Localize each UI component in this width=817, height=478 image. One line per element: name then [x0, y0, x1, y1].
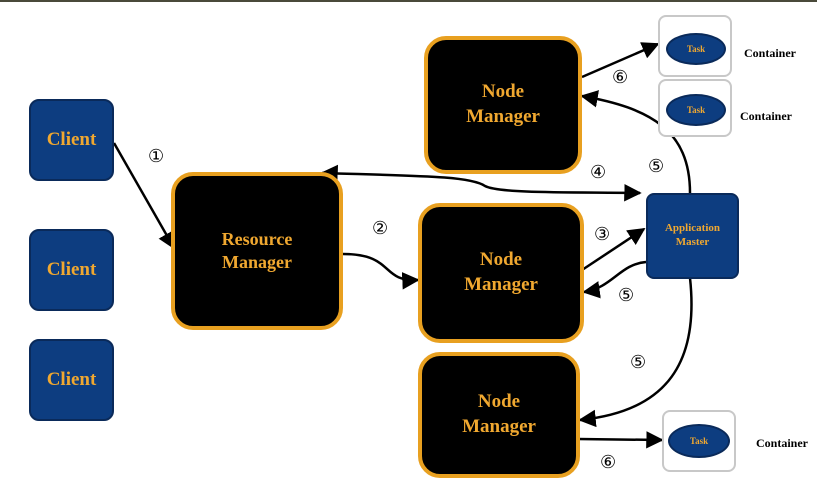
application-master-label: Application Master [664, 222, 720, 248]
node-manager-box-1[interactable]: Node Manager [424, 36, 582, 174]
arrow-am-to-nm2 [582, 260, 647, 299]
task-label: Task [686, 44, 706, 54]
arrow-rm-am-bidirectional [320, 164, 642, 202]
resource-manager-box[interactable]: Resource Manager [171, 172, 343, 330]
arrow-nm3-to-container3 [577, 431, 664, 449]
client-box-2[interactable]: Client [29, 229, 114, 311]
resource-manager-label: Resource Manager [221, 228, 293, 272]
client-box-3[interactable]: Client [29, 339, 114, 421]
task-ellipse-3[interactable]: Task [668, 424, 730, 458]
node-manager-label: Node Manager [466, 81, 540, 127]
task-ellipse-1[interactable]: Task [666, 33, 726, 65]
arrow-am-to-nm3 [578, 277, 693, 428]
container-label-1: Container [744, 46, 796, 60]
node-manager-box-3[interactable]: Node Manager [418, 352, 580, 478]
node-manager-label: Node Manager [464, 249, 538, 295]
client-label: Client [46, 259, 97, 280]
top-border-line [0, 0, 817, 2]
step-marker-1: ① [148, 146, 165, 167]
step-marker-2: ② [372, 218, 389, 239]
step-marker-6-top: ⑥ [612, 67, 629, 88]
client-label: Client [46, 129, 97, 150]
arrow-nm2-to-am [581, 227, 646, 272]
arrow-client-to-rm [112, 142, 176, 250]
task-label: Task [686, 105, 706, 115]
arrow-nm1-to-container1 [581, 42, 660, 79]
client-label: Client [46, 369, 97, 390]
step-marker-6-bottom: ⑥ [600, 452, 617, 473]
arrow-rm-to-nm2 [342, 252, 420, 290]
application-master-box[interactable]: Application Master [646, 193, 739, 279]
client-box-1[interactable]: Client [29, 99, 114, 181]
step-marker-5-middle: ⑤ [618, 285, 635, 306]
container-label-3: Container [756, 436, 808, 450]
node-manager-box-2[interactable]: Node Manager [418, 203, 584, 343]
task-label: Task [689, 436, 709, 446]
task-ellipse-2[interactable]: Task [666, 94, 726, 126]
node-manager-label: Node Manager [462, 391, 536, 437]
step-marker-3: ③ [594, 224, 611, 245]
step-marker-5-bottom: ⑤ [630, 352, 647, 373]
container-label-2: Container [740, 109, 792, 123]
step-marker-5-top: ⑤ [648, 156, 665, 177]
step-marker-4: ④ [590, 162, 607, 183]
